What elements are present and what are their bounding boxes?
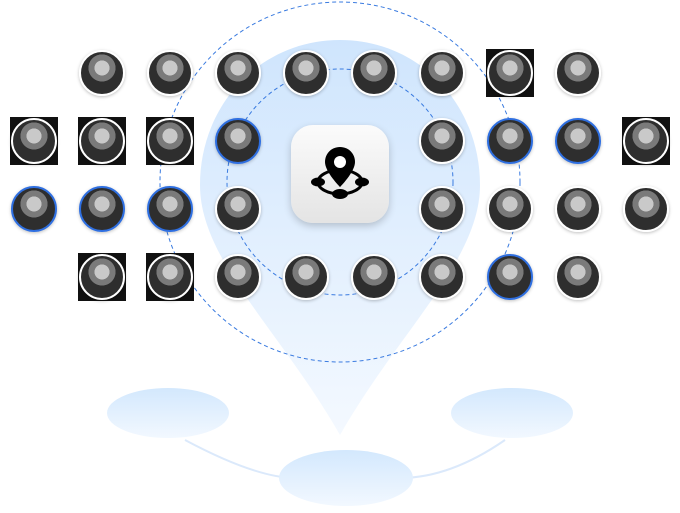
avatar[interactable]	[555, 50, 601, 96]
avatar-highlighted[interactable]	[215, 118, 261, 164]
avatar[interactable]	[419, 50, 465, 96]
avatar[interactable]	[79, 118, 125, 164]
inner-dashed-ring	[226, 68, 454, 296]
avatar[interactable]	[419, 186, 465, 232]
avatar-highlighted[interactable]	[11, 186, 57, 232]
base-ellipse-right	[451, 388, 573, 438]
avatar[interactable]	[215, 50, 261, 96]
avatar[interactable]	[555, 254, 601, 300]
avatar-highlighted[interactable]	[487, 118, 533, 164]
avatar[interactable]	[555, 186, 601, 232]
outer-dashed-ring	[159, 1, 521, 363]
avatar[interactable]	[147, 50, 193, 96]
avatar[interactable]	[487, 186, 533, 232]
avatar[interactable]	[11, 118, 57, 164]
avatar[interactable]	[79, 254, 125, 300]
avatar[interactable]	[351, 254, 397, 300]
avatar[interactable]	[147, 118, 193, 164]
avatar-highlighted[interactable]	[147, 186, 193, 232]
avatar-highlighted[interactable]	[79, 186, 125, 232]
base-ellipse-center	[279, 450, 413, 506]
avatar[interactable]	[623, 118, 669, 164]
pin-shape	[200, 40, 480, 435]
avatar[interactable]	[283, 50, 329, 96]
avatar[interactable]	[623, 186, 669, 232]
location-network-icon	[311, 147, 369, 199]
avatar[interactable]	[351, 50, 397, 96]
avatar-highlighted[interactable]	[555, 118, 601, 164]
avatar[interactable]	[215, 186, 261, 232]
avatar[interactable]	[419, 254, 465, 300]
avatar[interactable]	[487, 50, 533, 96]
avatar[interactable]	[283, 254, 329, 300]
avatar[interactable]	[79, 50, 125, 96]
app-icon[interactable]	[291, 125, 389, 223]
avatar-highlighted[interactable]	[487, 254, 533, 300]
avatar[interactable]	[215, 254, 261, 300]
avatar[interactable]	[419, 118, 465, 164]
avatar[interactable]	[147, 254, 193, 300]
base-ellipse-left	[107, 388, 229, 438]
